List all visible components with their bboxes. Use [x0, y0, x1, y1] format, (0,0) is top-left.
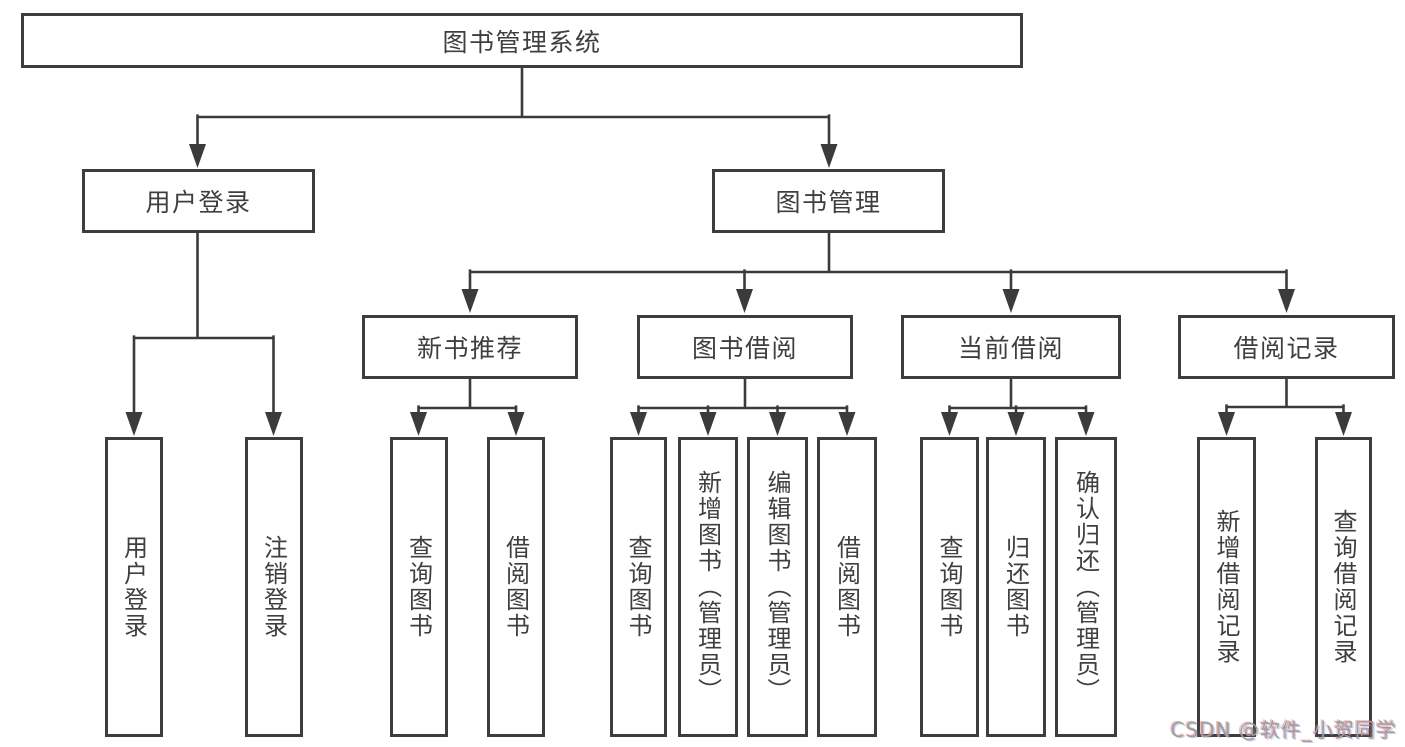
arrow-down-icon: [1278, 289, 1295, 313]
leaf-add-book-admin: 新增图书（管理员）: [678, 437, 738, 737]
arrow-down-icon: [769, 412, 786, 436]
arrow-down-icon: [838, 412, 856, 436]
arrow-down-icon: [1002, 289, 1020, 313]
node-borrowing-records: 借阅记录: [1178, 315, 1395, 379]
csdn-watermark: CSDN @软件_小贺同学: [1170, 718, 1397, 742]
arrow-down-icon: [410, 412, 427, 436]
connector-records-to-leaves: [1218, 377, 1352, 436]
connector-root-to-level2: [189, 66, 838, 168]
arrow-down-icon: [461, 289, 479, 313]
arrow-down-icon: [699, 412, 717, 436]
node-current-borrowing: 当前借阅: [901, 315, 1121, 379]
leaf-logout: 注销登录: [245, 437, 303, 737]
leaf-borrow-books-recommend: 借阅图书: [487, 437, 545, 737]
connector-mgmt-to-groups: [461, 231, 1295, 313]
arrow-down-icon: [1335, 412, 1352, 436]
arrow-down-icon: [736, 289, 753, 313]
leaf-query-books-current: 查询图书: [920, 437, 979, 737]
node-user-login-branch: 用户登录: [82, 169, 315, 233]
arrow-down-icon: [1218, 412, 1235, 436]
leaf-query-borrow-record: 查询借阅记录: [1315, 437, 1372, 737]
arrow-down-icon: [265, 412, 282, 436]
arrow-down-icon: [189, 144, 206, 168]
leaf-query-books-borrowing: 查询图书: [610, 437, 667, 737]
connector-borrowing-to-leaves: [630, 377, 856, 436]
node-book-management-branch: 图书管理: [712, 169, 945, 233]
node-book-borrowing: 图书借阅: [637, 315, 853, 379]
arrow-down-icon: [1077, 412, 1095, 436]
connector-current-to-leaves: [941, 377, 1095, 436]
connector-recommend-to-leaves: [410, 377, 525, 436]
leaf-return-book: 归还图书: [986, 437, 1046, 737]
arrow-down-icon: [1007, 412, 1025, 436]
arrow-down-icon: [820, 144, 838, 168]
node-new-book-recommendation: 新书推荐: [362, 315, 578, 379]
leaf-edit-book-admin: 编辑图书（管理员）: [747, 437, 808, 737]
leaf-add-borrow-record: 新增借阅记录: [1197, 437, 1256, 737]
arrow-down-icon: [941, 412, 958, 436]
leaf-confirm-return-admin: 确认归还（管理员）: [1055, 437, 1117, 737]
arrow-down-icon: [630, 412, 647, 436]
node-library-management-system: 图书管理系统: [21, 13, 1023, 68]
leaf-borrow-books: 借阅图书: [817, 437, 877, 737]
arrow-down-icon: [125, 412, 143, 436]
leaf-query-books-recommend: 查询图书: [390, 437, 448, 737]
arrow-down-icon: [507, 412, 525, 436]
leaf-user-login: 用户登录: [105, 437, 163, 737]
connector-login-to-leaves: [125, 231, 282, 436]
